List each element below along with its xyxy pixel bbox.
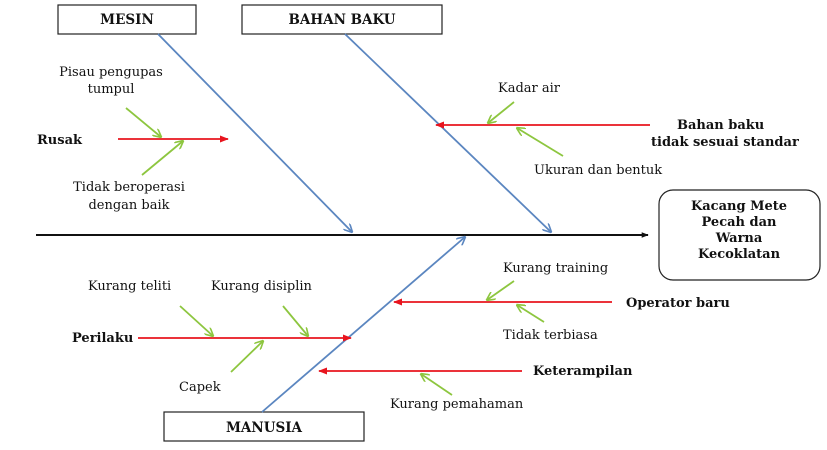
sub-label-tidak-terbiasa: Tidak terbiasa xyxy=(503,328,598,343)
category-box-mesin xyxy=(57,4,197,35)
bone-manusia xyxy=(261,237,465,413)
sub-arrow-pisau xyxy=(125,107,161,137)
sub-arrow-tidak-terbiasa xyxy=(517,305,545,323)
category-label-manusia: MANUSIA xyxy=(226,420,303,436)
cause-label-bahan-baku-2: tidak sesuai standar xyxy=(651,135,799,150)
cause-label-bahan-baku-1: Bahan baku xyxy=(677,118,764,133)
sub-arrow-capek xyxy=(230,341,263,373)
effect-line-3: Warna xyxy=(715,231,763,246)
cause-label-keterampilan: Keterampilan xyxy=(533,364,633,379)
effect-line-2: Pecah dan xyxy=(702,215,778,230)
sub-label-tidak-beroperasi-1: Tidak beroperasi xyxy=(73,180,185,195)
category-box-manusia xyxy=(163,411,365,442)
sub-label-kurang-pemahaman: Kurang pemahaman xyxy=(390,397,524,412)
category-label-bahan-baku: BAHAN BAKU xyxy=(288,12,395,28)
cause-label-perilaku: Perilaku xyxy=(72,331,133,346)
cause-label-operator-baru: Operator baru xyxy=(626,296,730,311)
bone-mesin xyxy=(157,33,352,232)
effect-line-4: Kecoklatan xyxy=(698,247,781,262)
sub-arrow-kadar-air xyxy=(488,101,515,123)
sub-label-capek: Capek xyxy=(179,380,221,395)
sub-arrow-kurang-disiplin xyxy=(282,305,308,336)
sub-label-ukuran: Ukuran dan bentuk xyxy=(534,163,662,178)
effect-box xyxy=(658,189,821,281)
sub-label-tidak-beroperasi-2: dengan baik xyxy=(88,198,169,213)
effect-line-1: Kacang Mete xyxy=(691,199,787,214)
sub-arrow-ukuran xyxy=(517,128,564,157)
category-box-bahan-baku xyxy=(241,4,443,35)
sub-arrow-tidak-beroperasi xyxy=(141,141,183,176)
category-label-mesin: MESIN xyxy=(100,12,154,28)
sub-arrow-kurang-teliti xyxy=(179,305,213,336)
sub-label-pisau-1: Pisau pengupas xyxy=(59,65,163,80)
sub-label-kurang-teliti: Kurang teliti xyxy=(88,279,171,294)
sub-label-pisau-2: tumpul xyxy=(88,82,135,97)
sub-label-kurang-disiplin: Kurang disiplin xyxy=(211,279,313,294)
sub-arrow-kurang-pemahaman xyxy=(421,374,453,396)
sub-label-kurang-training: Kurang training xyxy=(503,261,608,276)
bone-bahan-baku xyxy=(344,33,551,232)
sub-label-kadar-air: Kadar air xyxy=(498,81,561,96)
sub-arrow-kurang-training xyxy=(487,280,515,300)
cause-label-rusak: Rusak xyxy=(37,133,83,148)
